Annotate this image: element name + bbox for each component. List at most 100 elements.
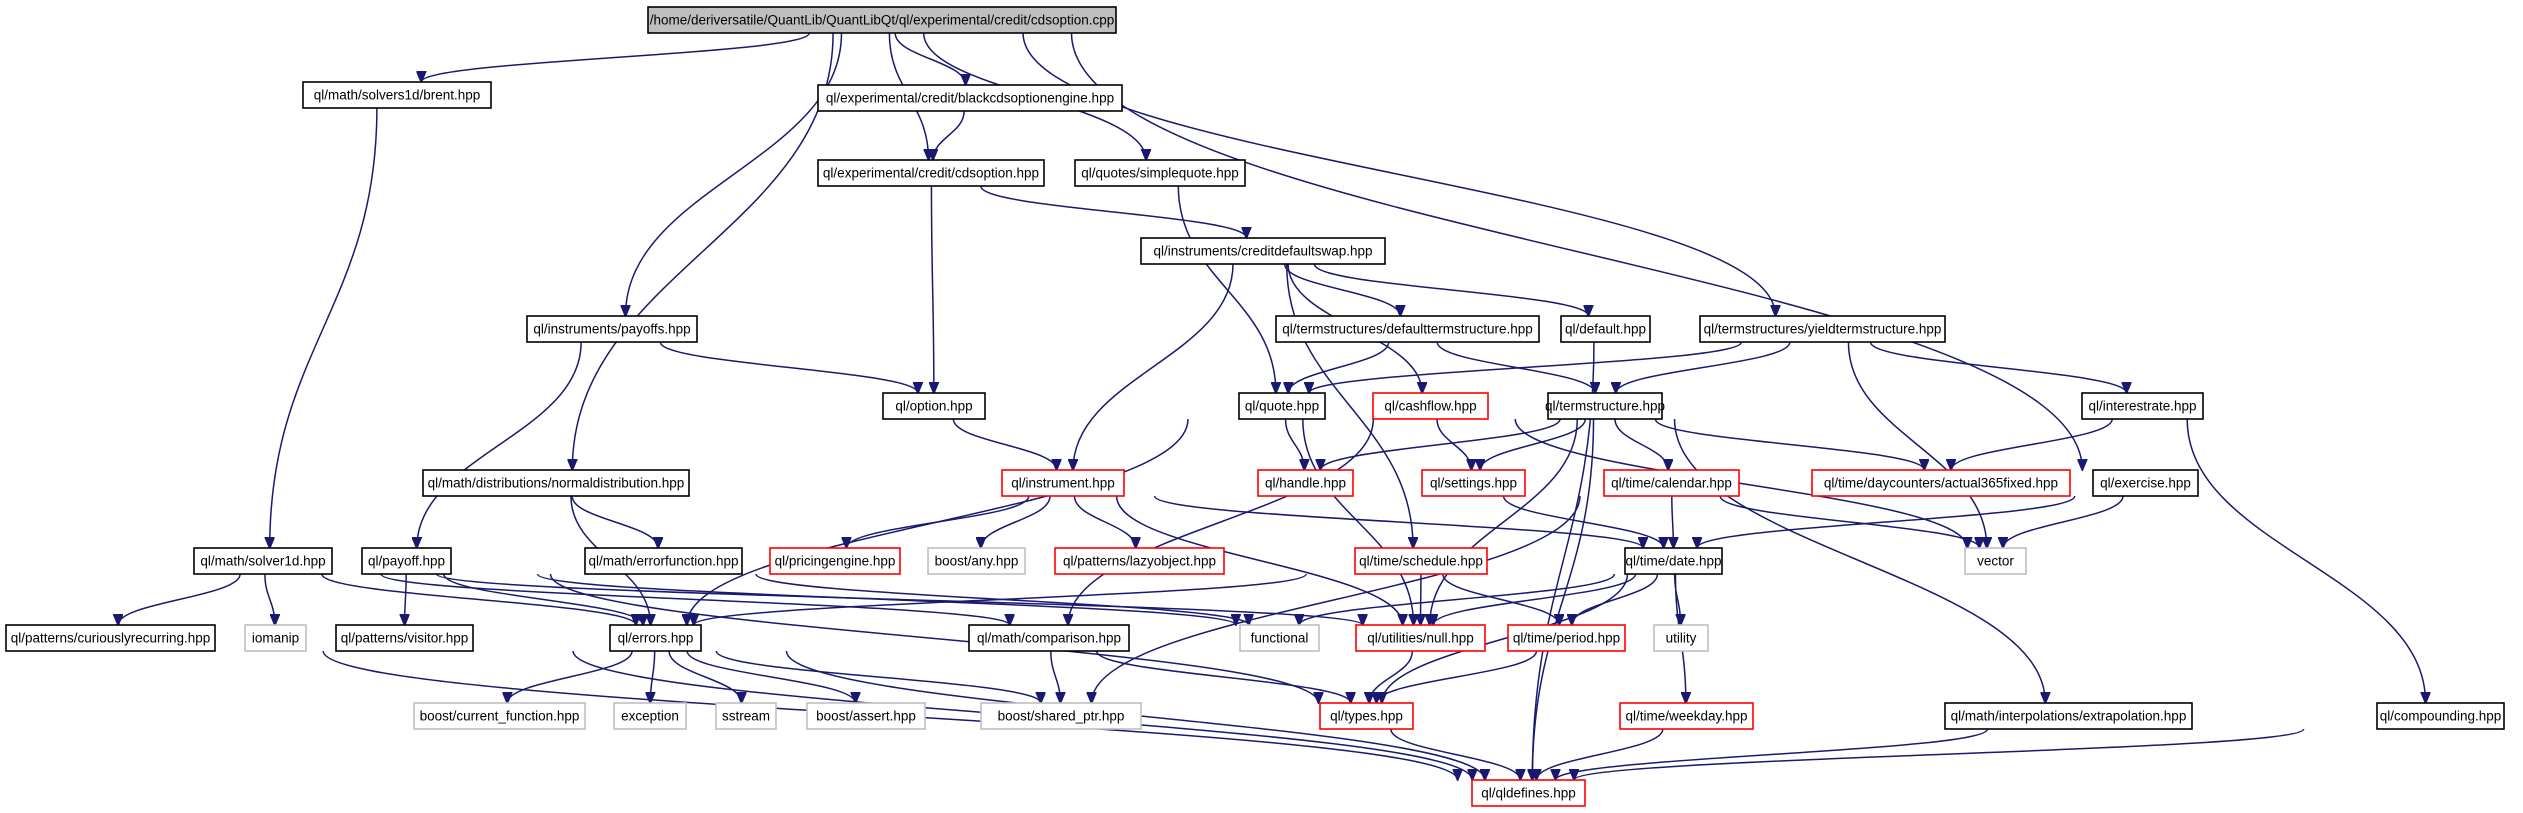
node-date-label: ql/time/date.hpp	[1625, 554, 1721, 569]
node-sharedptr[interactable]: boost/shared_ptr.hpp	[980, 702, 1142, 730]
node-schedule-box	[1354, 547, 1488, 575]
node-actual365[interactable]: ql/time/daycounters/actual365fixed.hpp	[1811, 469, 2071, 497]
node-simplequote[interactable]: ql/quotes/simplequote.hpp	[1074, 159, 1246, 187]
node-settings[interactable]: ql/settings.hpp	[1421, 469, 1526, 497]
edge-quote-to-null	[1302, 418, 1414, 625]
node-quote[interactable]: ql/quote.hpp	[1238, 392, 1326, 420]
edge-interestrate-to-actual365	[1951, 418, 2114, 470]
node-brent[interactable]: ql/math/solvers1d/brent.hpp	[302, 81, 492, 109]
node-payoffs[interactable]: ql/instruments/payoffs.hpp	[526, 315, 698, 343]
node-simplequote-box	[1074, 159, 1246, 187]
node-cdsoption[interactable]: ql/experimental/credit/cdsoption.hpp	[817, 159, 1045, 187]
node-interestrate[interactable]: ql/interestrate.hpp	[2081, 392, 2204, 420]
node-blackcds-label: ql/experimental/credit/blackcdsoptioneng…	[826, 91, 1114, 106]
node-visitor[interactable]: ql/patterns/visitor.hpp	[335, 624, 474, 652]
node-simplequote-label: ql/quotes/simplequote.hpp	[1081, 166, 1239, 181]
edge-termstructure-to-calendar	[1614, 418, 1668, 470]
node-weekday[interactable]: ql/time/weekday.hpp	[1619, 702, 1754, 730]
node-instrument-label: ql/instrument.hpp	[1011, 476, 1115, 491]
node-defaultts[interactable]: ql/termstructures/defaulttermstructure.h…	[1275, 315, 1540, 343]
node-default[interactable]: ql/default.hpp	[1560, 315, 1651, 343]
node-vector-box	[1964, 547, 2027, 575]
edge-solver1d-to-errors	[321, 573, 636, 625]
node-period[interactable]: ql/time/period.hpp	[1507, 624, 1626, 652]
node-comparison-box	[968, 624, 1130, 652]
node-solver1d[interactable]: ql/math/solver1d.hpp	[193, 547, 333, 575]
node-cashflow-label: ql/cashflow.hpp	[1384, 399, 1476, 414]
node-functional[interactable]: functional	[1239, 624, 1320, 652]
node-option[interactable]: ql/option.hpp	[882, 392, 986, 420]
node-quote-box	[1238, 392, 1326, 420]
node-errorfunction[interactable]: ql/math/errorfunction.hpp	[584, 547, 743, 575]
node-instrument[interactable]: ql/instrument.hpp	[1001, 469, 1125, 497]
node-sstream[interactable]: sstream	[715, 702, 777, 730]
node-qldefines[interactable]: ql/qldefines.hpp	[1471, 779, 1586, 807]
node-yieldts[interactable]: ql/termstructures/yieldtermstructure.hpp	[1699, 315, 1946, 343]
node-payoff-label: ql/payoff.hpp	[368, 554, 445, 569]
node-visitor-box	[335, 624, 474, 652]
edge-cdsoption-to-cds	[980, 185, 1247, 238]
node-cashflow[interactable]: ql/cashflow.hpp	[1372, 392, 1489, 420]
node-date[interactable]: ql/time/date.hpp	[1624, 547, 1723, 575]
edge-date-to-types	[1382, 573, 1629, 703]
node-lazyobject-label: ql/patterns/lazyobject.hpp	[1063, 554, 1216, 569]
edge-instrument-to-null	[1115, 495, 1403, 625]
node-root[interactable]: /home/deriversatile/QuantLib/QuantLibQt/…	[647, 6, 1117, 34]
edge-calendar-to-date	[1672, 495, 1674, 548]
node-schedule[interactable]: ql/time/schedule.hpp	[1354, 547, 1488, 575]
node-cds[interactable]: ql/instruments/creditdefaultswap.hpp	[1140, 237, 1386, 265]
node-lazyobject[interactable]: ql/patterns/lazyobject.hpp	[1054, 547, 1225, 575]
node-iomanip[interactable]: iomanip	[244, 624, 307, 652]
node-utility[interactable]: utility	[1653, 624, 1709, 652]
edge-calendar-to-sharedptr	[1092, 495, 1581, 703]
node-utility-label: utility	[1666, 631, 1697, 646]
edge-root-to-normaldist	[572, 32, 834, 470]
node-interestrate-box	[2081, 392, 2204, 420]
edge-instrument-to-lazyobject	[1073, 495, 1135, 548]
node-termstructure[interactable]: ql/termstructure.hpp	[1545, 392, 1665, 420]
edge-cashflow-to-comparison	[1068, 418, 1375, 625]
node-boostany[interactable]: boost/any.hpp	[927, 547, 1026, 575]
node-brent-label: ql/math/solvers1d/brent.hpp	[314, 88, 481, 103]
edge-exercise-to-date	[1697, 495, 2076, 548]
node-curiously-label: ql/patterns/curiouslyrecurring.hpp	[11, 631, 211, 646]
edge-comparison-to-sharedptr	[1050, 650, 1061, 703]
edge-cashflow-to-settings	[1436, 418, 1471, 470]
edge-null-to-types	[1369, 650, 1414, 703]
node-null[interactable]: ql/utilities/null.hpp	[1355, 624, 1486, 652]
node-pricingengine[interactable]: ql/pricingengine.hpp	[769, 547, 901, 575]
node-compounding-box	[2376, 702, 2505, 730]
node-curfunc-box	[413, 702, 586, 730]
edge-termstructure-to-extrapolation	[1673, 418, 2046, 703]
edge-date-to-functional	[1299, 573, 1616, 625]
node-types[interactable]: ql/types.hpp	[1319, 702, 1414, 730]
node-handle[interactable]: ql/handle.hpp	[1257, 469, 1354, 497]
node-blackcds[interactable]: ql/experimental/credit/blackcdsoptioneng…	[817, 84, 1123, 112]
node-cashflow-box	[1372, 392, 1489, 420]
node-payoff[interactable]: ql/payoff.hpp	[361, 547, 452, 575]
node-compounding[interactable]: ql/compounding.hpp	[2376, 702, 2505, 730]
node-vector[interactable]: vector	[1964, 547, 2027, 575]
node-null-label: ql/utilities/null.hpp	[1367, 631, 1474, 646]
edge-cashflow-to-vector	[1514, 418, 1967, 548]
node-calendar[interactable]: ql/time/calendar.hpp	[1603, 469, 1740, 497]
edge-period-to-types	[1377, 650, 1538, 703]
node-exception[interactable]: exception	[613, 702, 687, 730]
node-yieldts-label: ql/termstructures/yieldtermstructure.hpp	[1704, 322, 1942, 337]
node-curiously[interactable]: ql/patterns/curiouslyrecurring.hpp	[5, 624, 216, 652]
node-instrument-box	[1001, 469, 1125, 497]
edge-errors-to-sstream	[668, 650, 741, 703]
edge-yieldts-to-quote	[1309, 341, 1743, 393]
node-errors[interactable]: ql/errors.hpp	[609, 624, 702, 652]
node-normaldist[interactable]: ql/math/distributions/normaldistribution…	[422, 469, 690, 497]
node-curfunc[interactable]: boost/current_function.hpp	[413, 702, 586, 730]
node-curfunc-label: boost/current_function.hpp	[420, 709, 580, 724]
node-exercise[interactable]: ql/exercise.hpp	[2092, 469, 2199, 497]
edge-termstructure-to-actual365	[1654, 418, 1924, 470]
node-comparison[interactable]: ql/math/comparison.hpp	[968, 624, 1130, 652]
node-cdsoption-label: ql/experimental/credit/cdsoption.hpp	[823, 166, 1039, 181]
node-sstream-label: sstream	[722, 709, 770, 724]
node-extrapolation[interactable]: ql/math/interpolations/extrapolation.hpp	[1944, 702, 2193, 730]
node-assert[interactable]: boost/assert.hpp	[806, 702, 926, 730]
